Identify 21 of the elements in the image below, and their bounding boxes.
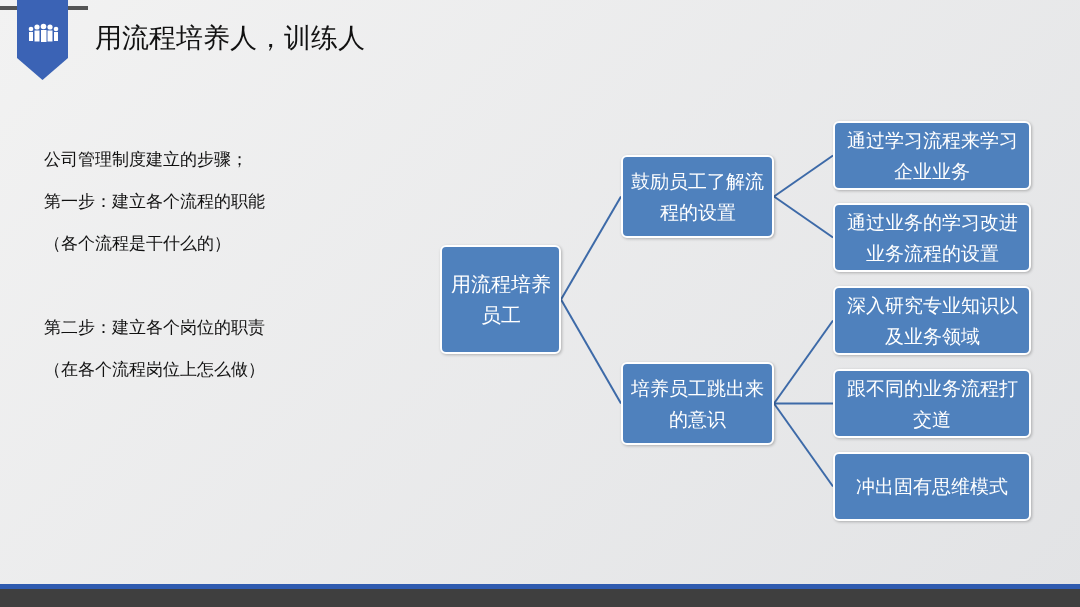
connector-line [773, 195, 834, 239]
connector-line [773, 402, 834, 405]
topic-box: 鼓励员工了解流程的设置 [621, 155, 774, 238]
connector-line [560, 298, 622, 405]
topic-box: 培养员工跳出来的意识 [621, 362, 774, 445]
slide-title: 用流程培养人，训练人 [95, 21, 365, 55]
connector-line [773, 319, 834, 405]
topic-box: 冲出固有思维模式 [833, 452, 1031, 521]
note-text: 公司管理制度建立的步骤； [44, 148, 248, 171]
topic-box: 用流程培养员工 [440, 245, 561, 354]
topic-box: 深入研究专业知识以及业务领域 [833, 286, 1031, 355]
topic-box: 通过业务的学习改进业务流程的设置 [833, 203, 1031, 272]
note-text: 第一步：建立各个流程的职能 [44, 190, 265, 213]
topic-box: 通过学习流程来学习企业业务 [833, 121, 1031, 190]
connector-line [773, 402, 834, 488]
topic-box: 跟不同的业务流程打交道 [833, 369, 1031, 438]
connector-line [560, 195, 622, 301]
note-text: 第二步：建立各个岗位的职责 [44, 316, 265, 339]
note-text: （各个流程是干什么的） [44, 232, 231, 255]
connector-line [773, 154, 834, 198]
note-text: （在各个流程岗位上怎么做） [44, 358, 265, 381]
